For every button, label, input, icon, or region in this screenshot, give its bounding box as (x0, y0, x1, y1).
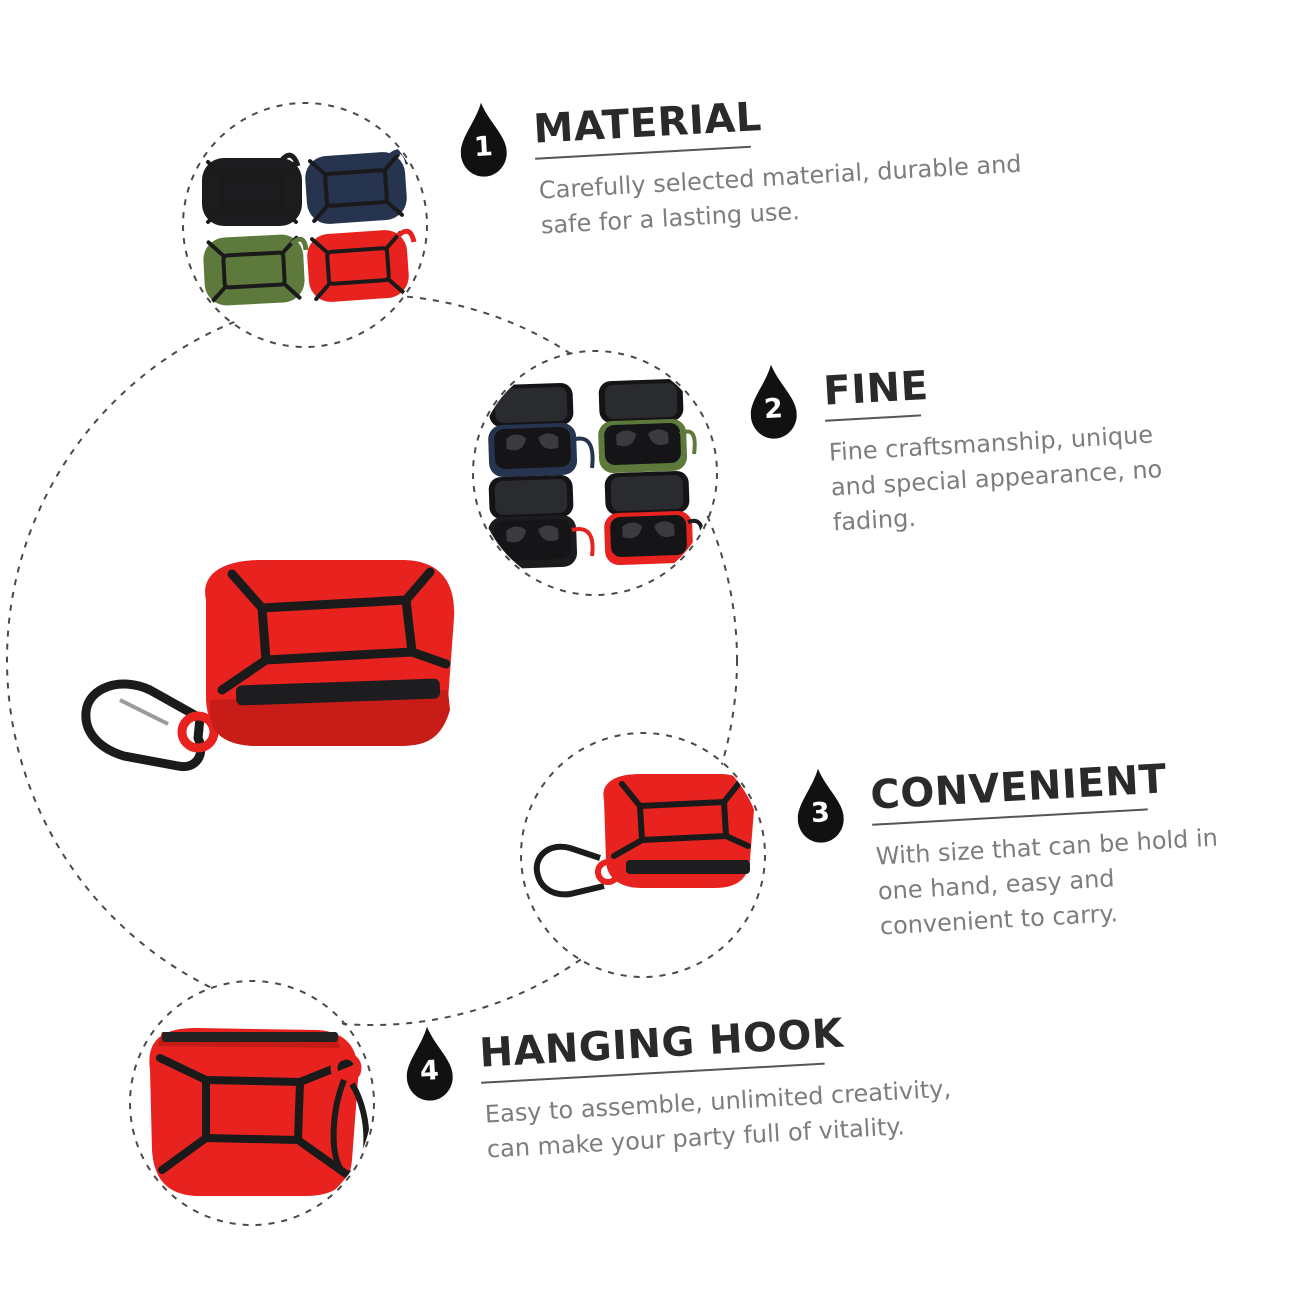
feature-number: 2 (763, 393, 784, 426)
material-photo (185, 105, 425, 345)
feature-description: With size that can be hold in one hand, … (875, 823, 1219, 941)
large-red-case-photo (81, 560, 455, 772)
water-drop-icon (748, 363, 798, 439)
fine-photo (475, 353, 715, 593)
circle-outline-1 (182, 102, 428, 348)
hanging-hook-photo (132, 983, 372, 1223)
water-drop-icon (458, 101, 508, 177)
feature-number: 3 (810, 797, 831, 830)
feature-description: Fine craftsmanship, unique and special a… (828, 420, 1163, 537)
feature-title: MATERIAL (532, 94, 763, 153)
circle-outline-2 (472, 350, 718, 596)
feature-number: 4 (419, 1055, 440, 1088)
circle-outline-3 (520, 732, 766, 978)
water-drop-icon (795, 767, 845, 843)
convenient-photo (523, 735, 763, 975)
feature-number: 1 (473, 131, 494, 164)
carabiner-hook-icon (81, 679, 206, 772)
water-drop-icon (404, 1025, 454, 1101)
circle-outline-4 (129, 980, 375, 1226)
feature-title: FINE (822, 362, 930, 415)
